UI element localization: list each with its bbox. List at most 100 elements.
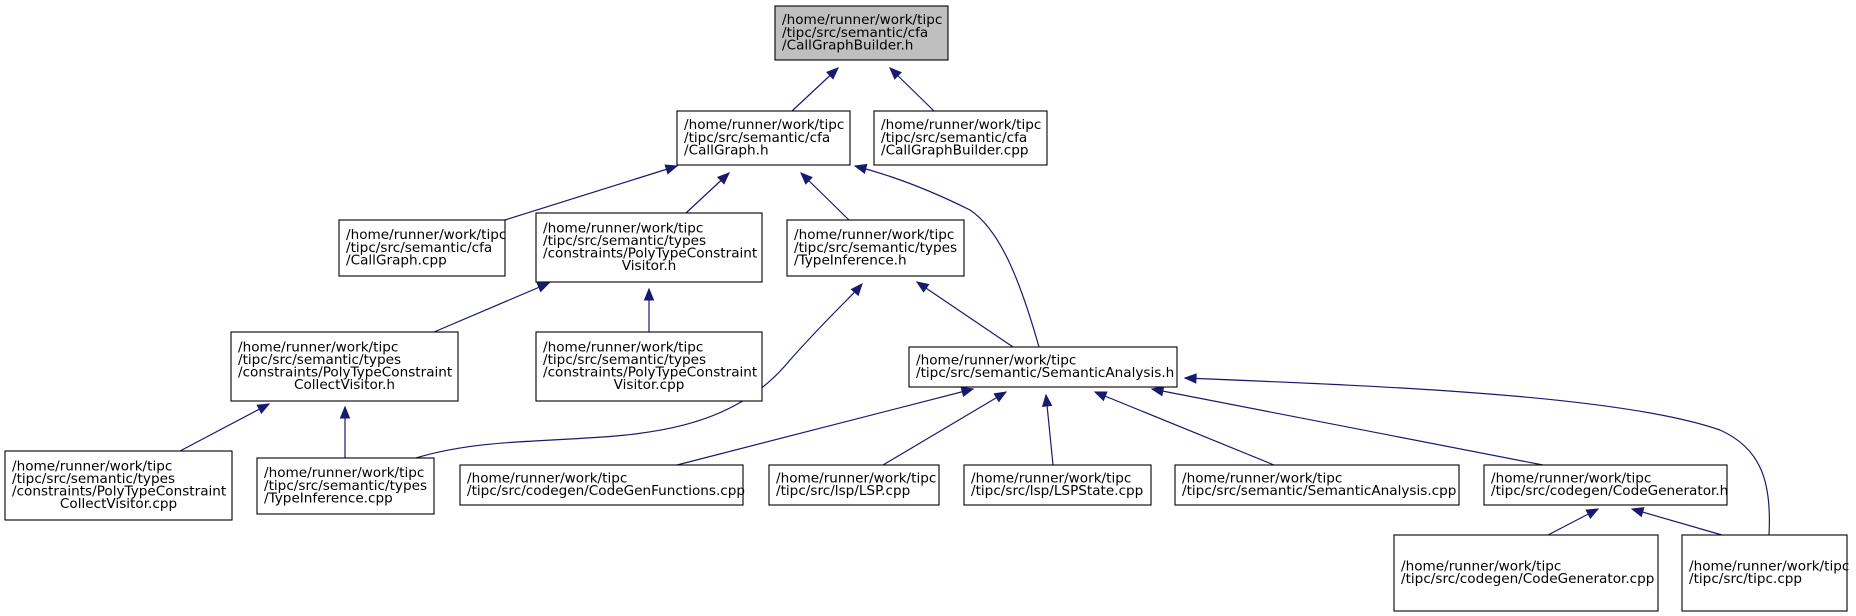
- node-codegen_h[interactable]: /home/runner/work/tipc/tipc/src/codegen/…: [1483, 464, 1728, 506]
- edge-arrowhead: [800, 172, 813, 185]
- node-ptcv_h[interactable]: /home/runner/work/tipc/tipc/src/semantic…: [535, 212, 763, 283]
- edges-layer: [179, 67, 1771, 536]
- node-label-line: /home/runner/work/tipc: [794, 227, 954, 243]
- edge-line: [433, 282, 550, 333]
- edge-typeinf_h-to-callgraph_h: [800, 172, 850, 221]
- edge-arrowhead: [256, 403, 271, 415]
- edge-arrowhead: [1585, 508, 1600, 519]
- edge-line: [1184, 377, 1771, 536]
- edge-line: [1631, 508, 1723, 536]
- node-label-line: /tipc/src/semantic/SemanticAnalysis.h: [916, 365, 1174, 381]
- edge-callgraph_cpp-to-callgraph_h: [504, 164, 679, 221]
- node-label-line: /home/runner/work/tipc: [782, 12, 942, 28]
- node-label-line: /home/runner/work/tipc: [1182, 471, 1342, 487]
- edge-arrowhead: [643, 287, 655, 301]
- node-box[interactable]: [256, 457, 435, 515]
- node-label-line: Visitor.cpp: [614, 377, 685, 393]
- node-label-line: /tipc/src/semantic/types: [264, 478, 427, 494]
- node-label-line: /tipc/src/lsp/LSPState.cpp: [971, 483, 1143, 499]
- node-label-line: /home/runner/work/tipc: [346, 227, 506, 243]
- edge-line: [504, 165, 678, 221]
- edge-line: [179, 403, 270, 452]
- node-box[interactable]: [338, 219, 506, 277]
- node-tipc_cpp[interactable]: /home/runner/work/tipc/tipc/src/tipc.cpp: [1681, 534, 1849, 612]
- node-label-line: /TypeInference.h: [794, 252, 907, 268]
- node-label-line: /home/runner/work/tipc: [881, 117, 1041, 133]
- node-label-line: /home/runner/work/tipc: [1491, 471, 1651, 487]
- edge-arrowhead: [853, 163, 868, 175]
- edge-tipc_cpp-to-sa_h: [1183, 373, 1771, 536]
- edge-arrowhead: [1150, 386, 1165, 397]
- edge-ptccv_h-to-ptcv_h: [433, 282, 551, 333]
- node-callgraph_cpp[interactable]: /home/runner/work/tipc/tipc/src/semantic…: [338, 219, 506, 277]
- node-box[interactable]: [676, 110, 851, 166]
- node-label-line: /constraints/PolyTypeConstraint: [543, 246, 757, 262]
- edge-line: [882, 391, 1007, 466]
- node-label-line: /tipc/src/lsp/LSP.cpp: [776, 483, 910, 499]
- node-codegen_cpp[interactable]: /home/runner/work/tipc/tipc/src/codegen/…: [1393, 534, 1659, 612]
- node-box[interactable]: [1174, 464, 1460, 506]
- node-label-line: /constraints/PolyTypeConstraint: [12, 484, 226, 500]
- node-label-line: /home/runner/work/tipc: [916, 353, 1076, 369]
- node-box[interactable]: [4, 450, 233, 521]
- node-box[interactable]: [535, 331, 763, 402]
- node-label-line: /home/runner/work/tipc: [543, 339, 703, 355]
- edge-arrowhead: [1041, 393, 1053, 407]
- node-typeinf_h[interactable]: /home/runner/work/tipc/tipc/src/semantic…: [786, 219, 965, 277]
- node-label-line: /home/runner/work/tipc: [467, 471, 627, 487]
- edge-cgbuilder_cpp-to-root: [889, 67, 935, 112]
- node-label-line: /tipc/src/semantic/types: [794, 240, 957, 256]
- edge-line: [676, 388, 974, 466]
- node-box[interactable]: [786, 219, 965, 277]
- node-callgraph_h[interactable]: /home/runner/work/tipc/tipc/src/semantic…: [676, 110, 851, 166]
- node-box[interactable]: [535, 212, 763, 283]
- edge-arrowhead: [915, 281, 930, 293]
- node-lspstate_cpp[interactable]: /home/runner/work/tipc/tipc/src/lsp/LSPS…: [963, 464, 1152, 506]
- node-box[interactable]: [1393, 534, 1659, 612]
- node-ptccv_h[interactable]: /home/runner/work/tipc/tipc/src/semantic…: [230, 331, 459, 402]
- edge-line: [916, 281, 1014, 348]
- edge-arrowhead: [339, 405, 351, 419]
- node-label-line: /TypeInference.cpp: [264, 490, 393, 506]
- edge-ptcv_cpp-to-ptcv_h: [643, 287, 655, 332]
- node-box[interactable]: [873, 110, 1048, 166]
- node-box[interactable]: [908, 346, 1178, 388]
- node-root[interactable]: /home/runner/work/tipc/tipc/src/semantic…: [774, 5, 949, 61]
- node-label-line: /tipc/src/semantic/cfa: [684, 130, 830, 146]
- node-label-line: /tipc/src/semantic/cfa: [346, 240, 492, 256]
- node-label-line: /CallGraphBuilder.h: [782, 37, 913, 53]
- edge-codegen_cpp-to-codegen_h: [1547, 508, 1600, 536]
- node-sa_h[interactable]: /home/runner/work/tipc/tipc/src/semantic…: [908, 346, 1178, 388]
- node-box[interactable]: [1483, 464, 1728, 506]
- node-label-line: /CallGraphBuilder.cpp: [881, 142, 1029, 158]
- node-box[interactable]: [774, 5, 949, 61]
- node-label-line: Visitor.h: [622, 258, 677, 274]
- node-box[interactable]: [459, 464, 744, 506]
- node-typeinf_cpp[interactable]: /home/runner/work/tipc/tipc/src/semantic…: [256, 457, 435, 515]
- node-ptccv_cpp[interactable]: /home/runner/work/tipc/tipc/src/semantic…: [4, 450, 233, 521]
- node-label-line: /home/runner/work/tipc: [684, 117, 844, 133]
- edge-arrowhead: [1183, 373, 1197, 384]
- node-label-line: /home/runner/work/tipc: [776, 471, 936, 487]
- node-box[interactable]: [963, 464, 1152, 506]
- edge-ptccv_cpp-to-ptccv_h: [179, 403, 271, 452]
- node-lsp_cpp[interactable]: /home/runner/work/tipc/tipc/src/lsp/LSP.…: [768, 464, 940, 506]
- node-ptcv_cpp[interactable]: /home/runner/work/tipc/tipc/src/semantic…: [535, 331, 763, 402]
- edge-arrowhead: [993, 391, 1008, 403]
- node-box[interactable]: [1681, 534, 1848, 612]
- edge-callgraph_h-to-root: [791, 67, 839, 112]
- edge-sa_cpp-to-sa_h: [1093, 391, 1275, 466]
- node-box[interactable]: [230, 331, 459, 402]
- node-label-line: /home/runner/work/tipc: [264, 465, 424, 481]
- edge-sa_h-to-typeinf_h: [915, 281, 1014, 348]
- edge-codegen_h-to-sa_h: [1150, 386, 1544, 466]
- node-box[interactable]: [768, 464, 940, 506]
- node-label-line: /home/runner/work/tipc: [12, 458, 172, 474]
- node-label-line: /tipc/src/semantic/cfa: [881, 130, 1027, 146]
- node-cgbuilder_cpp[interactable]: /home/runner/work/tipc/tipc/src/semantic…: [873, 110, 1048, 166]
- node-cgf_cpp[interactable]: /home/runner/work/tipc/tipc/src/codegen/…: [459, 464, 745, 506]
- node-sa_cpp[interactable]: /home/runner/work/tipc/tipc/src/semantic…: [1174, 464, 1460, 506]
- edge-arrowhead: [717, 172, 730, 185]
- node-label-line: /home/runner/work/tipc: [1401, 559, 1561, 575]
